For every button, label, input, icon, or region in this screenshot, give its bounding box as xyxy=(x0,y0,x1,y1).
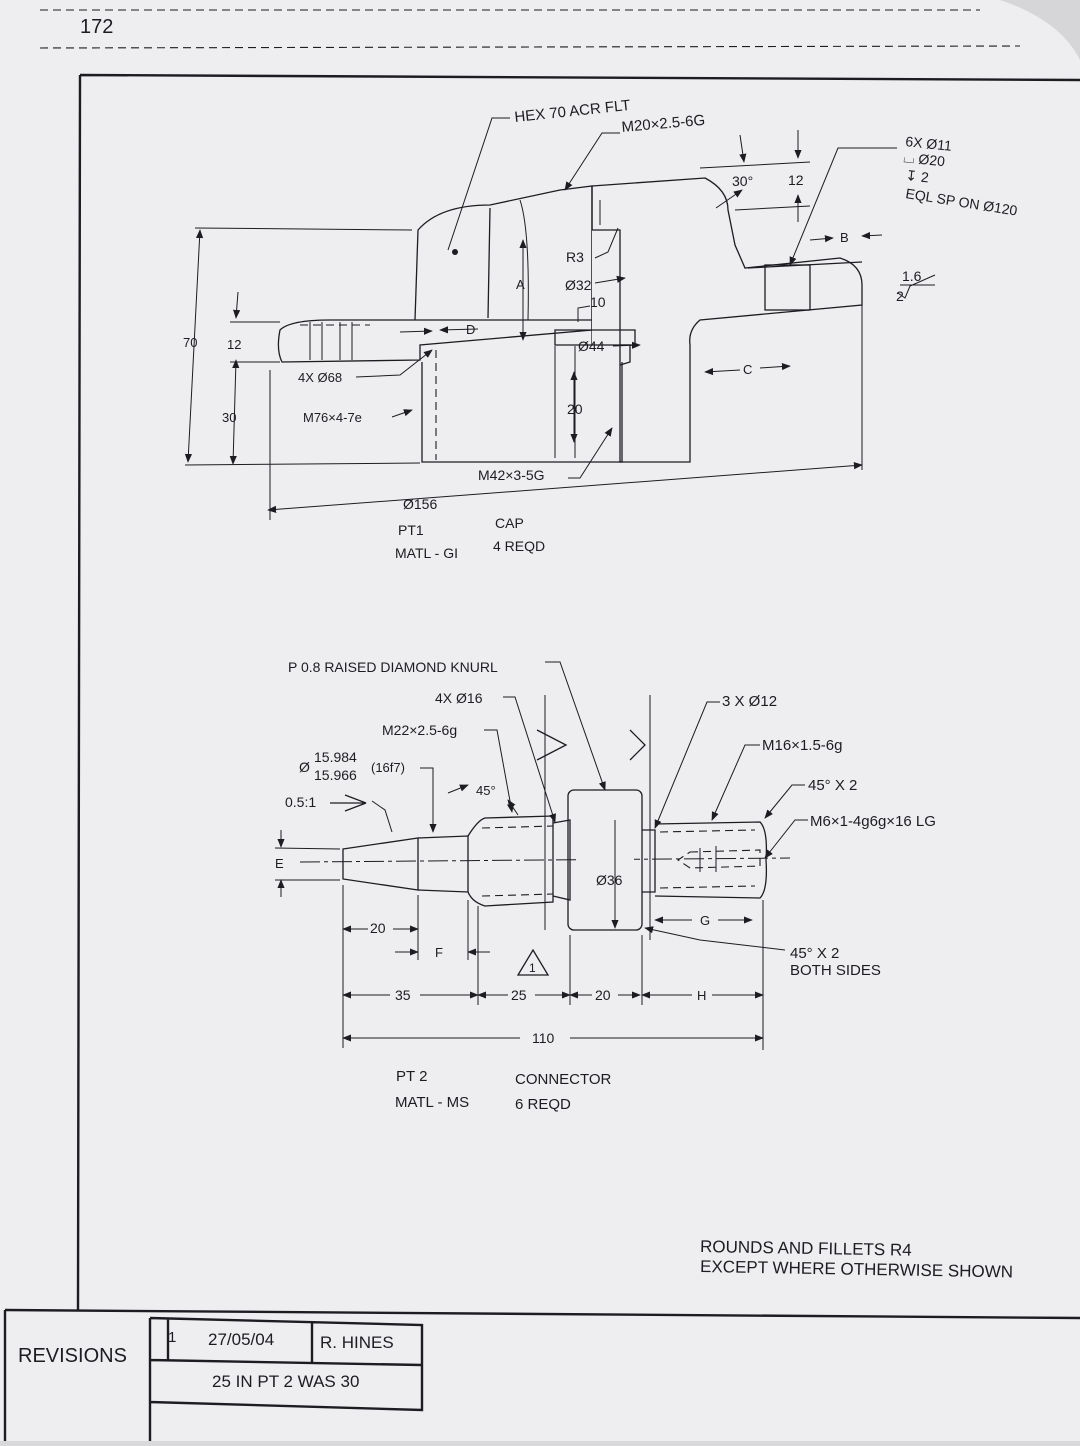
label-surface-finish: 1.6 xyxy=(902,268,922,284)
part1-name: CAP xyxy=(495,515,524,531)
label-dim-20: 20 xyxy=(567,401,583,417)
part2-material: MATL - MS xyxy=(395,1094,469,1111)
page-number: 172 xyxy=(80,16,113,38)
label-dim-20-tip: 20 xyxy=(370,920,386,936)
part2-connector-view: P 0.8 RAISED DIAMOND KNURL 4X Ø16 M22×2.… xyxy=(274,659,936,1113)
label-holes-depth: ↧ 2 xyxy=(905,167,930,185)
label-chamfer-both-2: BOTH SIDES xyxy=(790,962,881,979)
label-A: A xyxy=(516,277,525,292)
label-d36: Ø36 xyxy=(596,872,623,888)
label-m16: M16×1.5-6g xyxy=(762,737,842,754)
label-d156: Ø156 xyxy=(403,496,437,512)
label-dim-35: 35 xyxy=(395,987,411,1003)
label-dim-20-collar: 20 xyxy=(595,987,611,1003)
label-G: G xyxy=(700,913,710,928)
label-4x-d68: 4X Ø68 xyxy=(298,370,342,385)
label-chamfer-45x2: 45° X 2 xyxy=(808,777,857,794)
label-D: D xyxy=(466,322,475,337)
part2-name: CONNECTOR xyxy=(515,1071,612,1088)
label-knurl: P 0.8 RAISED DIAMOND KNURL xyxy=(288,659,498,675)
label-d44: Ø44 xyxy=(578,338,605,354)
revision-mark: 1 xyxy=(529,961,536,975)
label-3x-d12: 3 X Ø12 xyxy=(722,693,777,710)
label-dim-12-top: 12 xyxy=(788,172,804,188)
label-tol-upper: 15.984 xyxy=(314,749,357,765)
label-d32: Ø32 xyxy=(565,277,592,293)
label-dim-30: 30 xyxy=(222,410,236,425)
label-C: C xyxy=(743,362,752,377)
label-angle-30: 30° xyxy=(732,173,753,189)
label-d10: 10 xyxy=(590,294,606,310)
label-taper: 0.5:1 xyxy=(285,794,316,810)
label-dim-110: 110 xyxy=(532,1030,555,1046)
label-dim-25: 25 xyxy=(511,987,527,1003)
part1-cap-view: HEX 70 ACR FLT M20×2.5-6G 30° 12 6X Ø11 … xyxy=(183,97,1019,561)
revision-description: 25 IN PT 2 WAS 30 xyxy=(212,1372,359,1391)
part1-quantity: 4 REQD xyxy=(493,538,545,554)
label-4x-d16: 4X Ø16 xyxy=(435,690,483,706)
label-R3: R3 xyxy=(566,249,584,265)
label-m76: M76×4-7e xyxy=(303,410,362,425)
revision-number: 1 xyxy=(168,1329,176,1346)
label-tol-lower: 15.966 xyxy=(314,767,357,783)
revision-date: 27/05/04 xyxy=(208,1330,274,1349)
label-F: F xyxy=(435,945,443,960)
revisions-table: REVISIONS 1 27/05/04 R. HINES 25 IN PT 2… xyxy=(3,1310,424,1441)
label-H: H xyxy=(697,988,706,1003)
label-m22: M22×2.5-6g xyxy=(382,722,457,738)
label-tol-diameter: Ø xyxy=(299,759,310,775)
note-rounds-fillets: ROUNDS AND FILLETS R4 xyxy=(700,1237,912,1260)
part2-quantity: 6 REQD xyxy=(515,1096,571,1113)
revisions-title: REVISIONS xyxy=(18,1345,127,1367)
revision-author: R. HINES xyxy=(320,1333,394,1352)
label-holes-cbore: ⌴ Ø20 xyxy=(903,149,946,169)
label-m6: M6×1-4g6g×16 LG xyxy=(810,813,936,830)
label-dim-70: 70 xyxy=(183,335,197,350)
label-chamfer-both-1: 45° X 2 xyxy=(790,945,839,962)
label-holes-6x: 6X Ø11 xyxy=(905,133,953,154)
label-fit-16f7: (16f7) xyxy=(371,760,405,775)
label-surface-finish-2: 2 xyxy=(896,288,904,304)
part2-number: PT 2 xyxy=(396,1068,427,1085)
label-B: B xyxy=(840,230,849,245)
part1-number: PT1 xyxy=(398,522,424,538)
label-angle-45: 45° xyxy=(476,783,496,798)
label-E: E xyxy=(275,856,284,871)
part1-material: MATL - GI xyxy=(395,545,458,561)
label-dim-12: 12 xyxy=(227,337,241,352)
label-m42: M42×3-5G xyxy=(478,467,545,483)
